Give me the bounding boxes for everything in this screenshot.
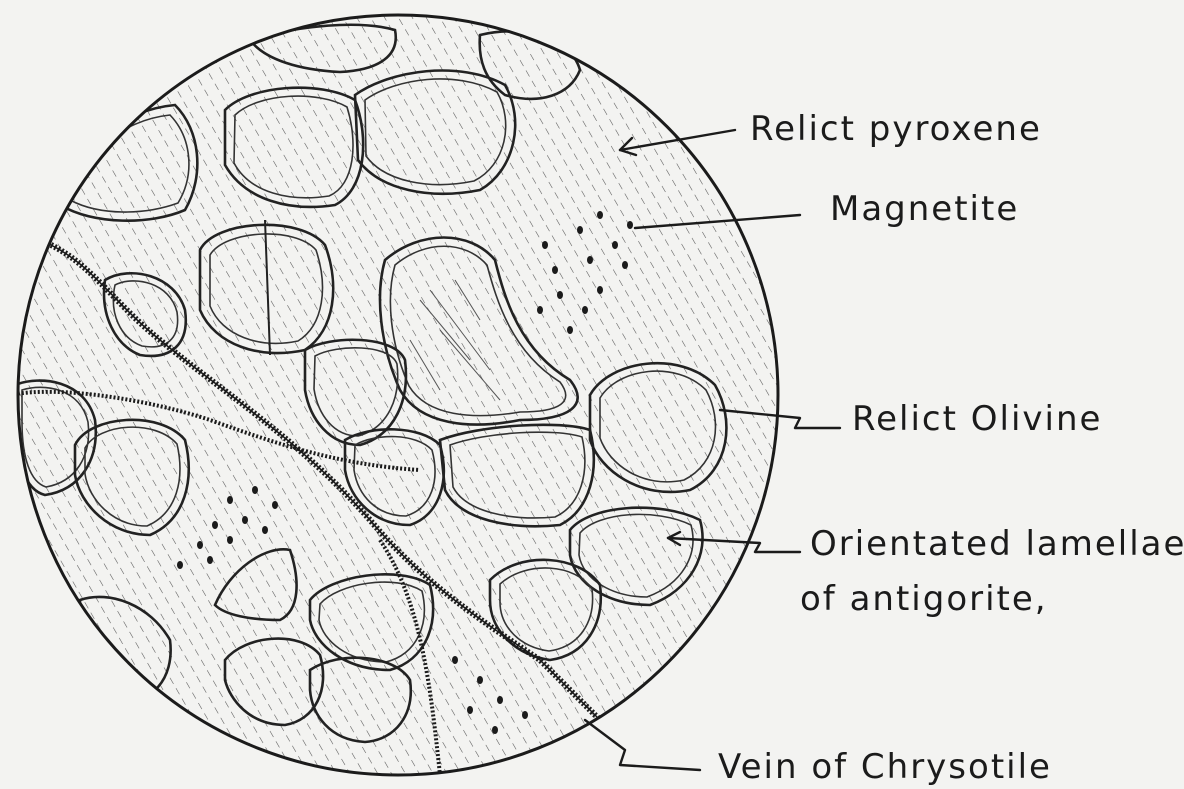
label-vein-chrysotile: Vein of Chrysotile <box>718 747 1052 787</box>
label-relict-olivine: Relict Olivine <box>852 399 1102 439</box>
leader-vein <box>585 720 700 770</box>
label-relict-pyroxene: Relict pyroxene <box>750 109 1042 149</box>
label-lamellae-line2: of antigorite, <box>800 579 1048 619</box>
label-magnetite: Magnetite <box>830 189 1019 229</box>
label-lamellae-line1: Orientated lamellae <box>810 524 1184 564</box>
